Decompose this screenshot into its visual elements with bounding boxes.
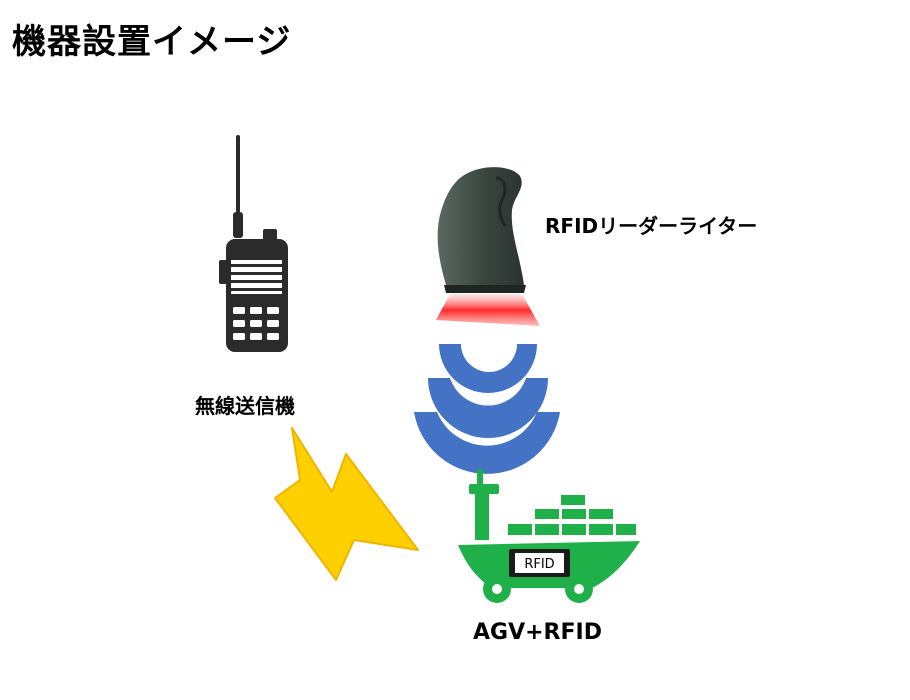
- agv-ship-icon: RFID: [458, 469, 640, 603]
- lightning-bolt-icon: [274, 427, 419, 581]
- radio-transmitter-label: 無線送信機: [195, 394, 295, 418]
- signal-waves-icon: [414, 344, 560, 474]
- agv-label: AGV+RFID: [473, 620, 602, 645]
- walkie-talkie-icon: [219, 135, 288, 352]
- rfid-reader-label: RFIDリーダーライター: [545, 214, 758, 238]
- page-title: 機器設置イメージ: [12, 22, 292, 62]
- rfid-reader-icon: [436, 167, 540, 326]
- agv-rfid-tag-label: RFID: [524, 557, 554, 572]
